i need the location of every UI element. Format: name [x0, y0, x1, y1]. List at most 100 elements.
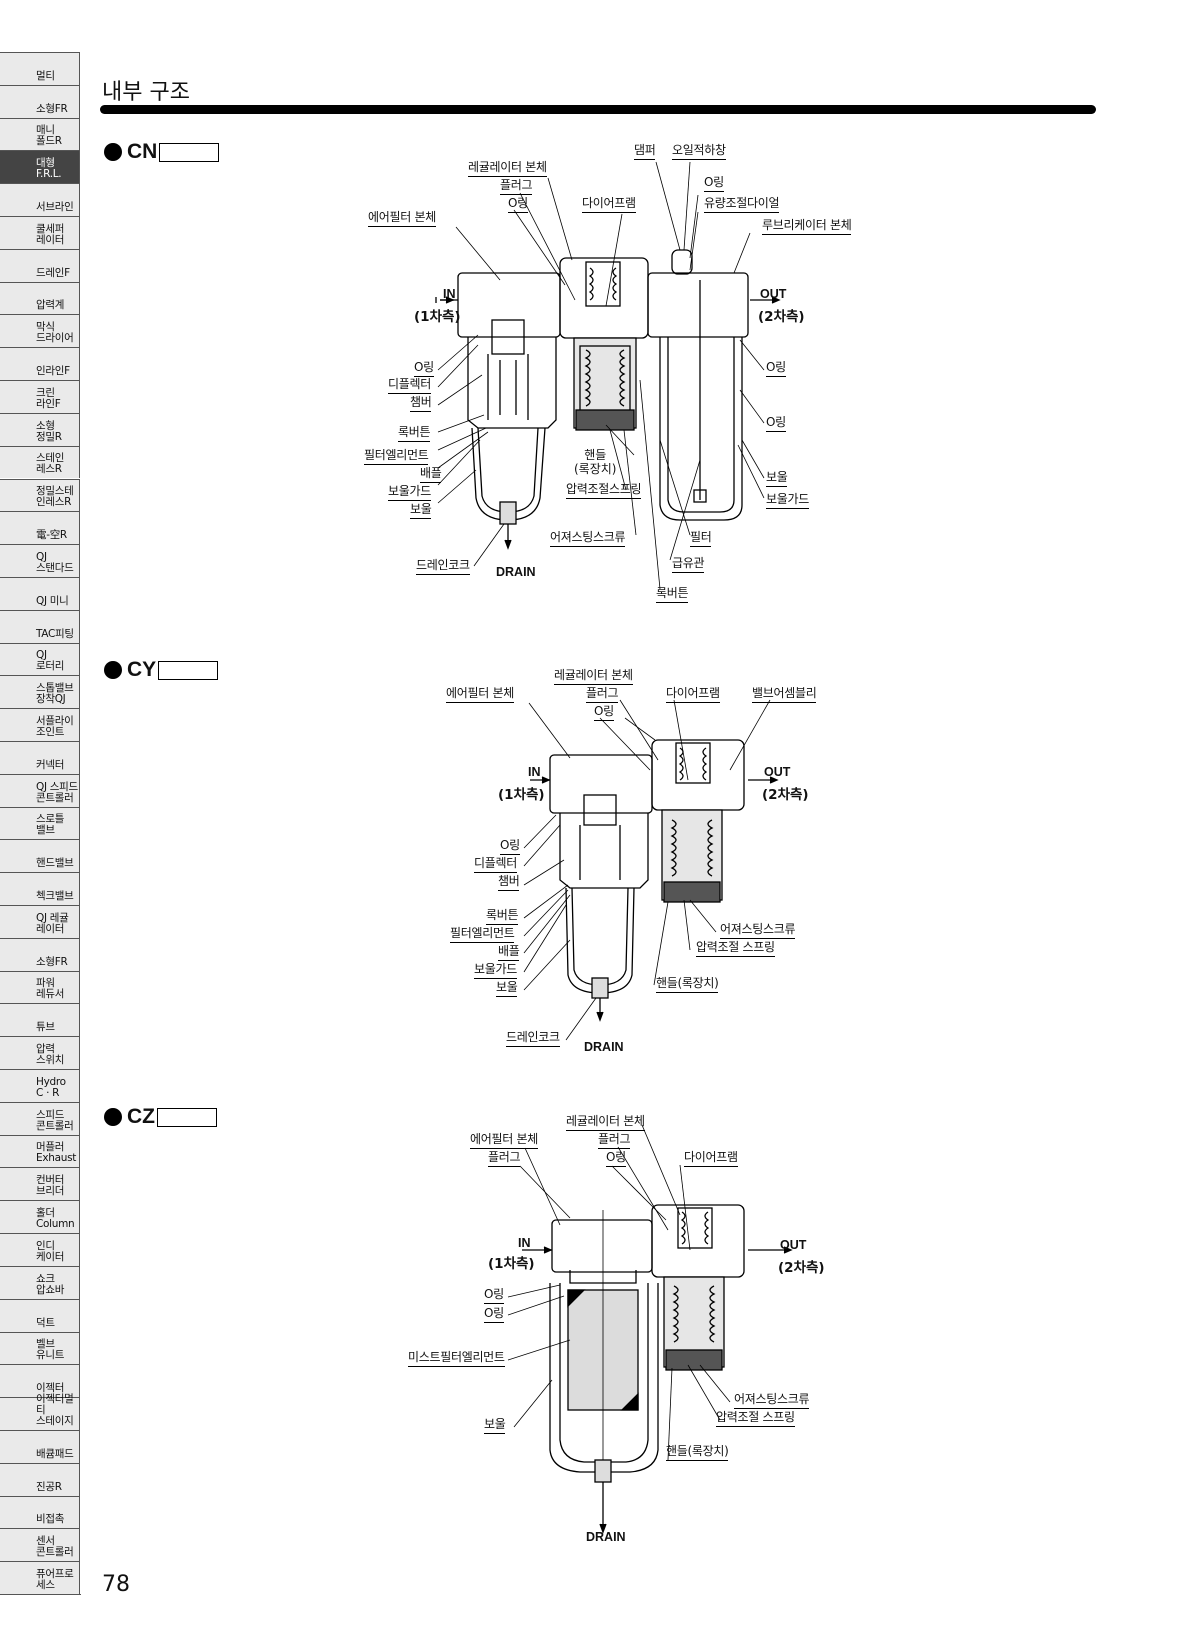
- cn-label-flow-dial: 유량조절다이얼: [704, 196, 779, 213]
- cy-label-chamber: 챔버: [498, 874, 520, 891]
- sidebar-tab[interactable]: 파워 레듀서: [0, 970, 80, 1004]
- sidebar-tab[interactable]: 압력 스위치: [0, 1036, 80, 1070]
- sidebar-tab[interactable]: 튜브: [0, 1003, 80, 1037]
- sidebar-tab[interactable]: 벨브 유니트: [0, 1331, 80, 1365]
- sidebar-tab[interactable]: 크린 라인F: [0, 380, 80, 413]
- cn-label-pressure-spring: 압력조절스프링: [566, 482, 641, 499]
- cn-label-bowl: 보울: [410, 502, 432, 519]
- cn-port-in-side: (1차측): [414, 309, 461, 325]
- cz-label-bowl: 보울: [484, 1417, 506, 1434]
- cz-label-mist-filter-element: 미스트필터엘리먼트: [408, 1350, 505, 1367]
- sidebar-tab[interactable]: 정밀스테 인레스R: [0, 478, 80, 512]
- cy-port-out: OUT: [764, 765, 791, 779]
- sidebar-tab[interactable]: 스테인 레스R: [0, 445, 80, 479]
- sidebar-tab[interactable]: 머플러 Exhaust: [0, 1134, 80, 1168]
- cz-port-out-side: (2차측): [778, 1260, 825, 1276]
- title-rule: [100, 105, 1096, 114]
- cn-label-o-ring: O링: [414, 360, 434, 377]
- cn-label-o-ring: O링: [766, 360, 786, 377]
- sidebar-tab[interactable]: 핸드밸브: [0, 839, 80, 873]
- sidebar-tab[interactable]: 드레인F: [0, 248, 80, 282]
- sidebar-tab[interactable]: 소형FR: [0, 937, 80, 971]
- cn-label-siphon-tube: 급유관: [672, 556, 705, 573]
- sidebar-tab[interactable]: 소형FR: [0, 84, 80, 118]
- sidebar-tab[interactable]: 센서 콘트롤러: [0, 1528, 80, 1562]
- cn-label-baffle: 배플: [420, 466, 442, 483]
- sidebar-tab[interactable]: TAC피팅: [0, 609, 80, 643]
- cz-filter-drawing: [549, 1210, 659, 1534]
- cy-leader-lines: [523, 699, 771, 1041]
- sidebar-tab[interactable]: QJ 미니: [0, 576, 80, 610]
- sidebar-tab[interactable]: QJ 스탠다드: [0, 544, 80, 577]
- sidebar-bottom-rule: [0, 1594, 81, 1595]
- cn-label-plug: 플러그: [500, 178, 533, 195]
- sidebar-tab[interactable]: 멀티: [0, 52, 80, 85]
- cz-label-o-ring: O링: [606, 1150, 626, 1167]
- sidebar-tab[interactable]: 배큠패드: [0, 1429, 80, 1463]
- cn-label-air-filter-body: 에어필터 본체: [368, 210, 436, 227]
- cz-label-plug: 플러그: [598, 1132, 631, 1149]
- sidebar-tab[interactable]: 서브라인: [0, 183, 80, 217]
- sidebar-tab[interactable]: QJ 레귤 레이터: [0, 905, 80, 938]
- sidebar-tab[interactable]: 쿨세퍼 레이터: [0, 216, 80, 249]
- sidebar-tab[interactable]: QJ 로터리: [0, 642, 80, 676]
- cz-label-air-filter-body: 에어필터 본체: [470, 1132, 538, 1149]
- sidebar-tab[interactable]: 스로틀 밸브: [0, 806, 80, 840]
- cn-label-deflector: 디플렉터: [388, 377, 431, 394]
- cn-label-bowl: 보울: [766, 470, 788, 487]
- sidebar-tab[interactable]: 인라인F: [0, 347, 80, 381]
- sidebar-tab[interactable]: 쇼크 압쇼바: [0, 1265, 80, 1299]
- sidebar-tab[interactable]: 스피드 콘트롤러: [0, 1101, 80, 1135]
- sidebar-tab[interactable]: 진공R: [0, 1462, 80, 1496]
- cz-label-o-ring: O링: [484, 1287, 504, 1304]
- cy-label-drain-cock: 드레인코크: [506, 1030, 560, 1047]
- sidebar-tab[interactable]: 서플라이 조인트: [0, 708, 80, 741]
- cn-label-diaphragm: 다이어프램: [582, 196, 636, 213]
- cy-label-filter-element: 필터엘리먼트: [450, 926, 515, 943]
- sidebar-tab[interactable]: 비접촉: [0, 1495, 80, 1529]
- model-code: CZ: [127, 1105, 155, 1128]
- cy-label-lock-button: 록버튼: [486, 908, 519, 925]
- sidebar-tab[interactable]: 덕트: [0, 1298, 80, 1332]
- cy-label-valve-assembly: 밸브어셈블리: [752, 686, 817, 703]
- sidebar-tab[interactable]: 압력계: [0, 281, 80, 315]
- sidebar-tab[interactable]: Hydro C · R: [0, 1069, 80, 1102]
- sidebar-tab[interactable]: 매니 폴드R: [0, 117, 80, 151]
- sidebar-tab[interactable]: 막식 드라이어: [0, 314, 80, 348]
- sidebar-tab[interactable]: 퓨어프로 세스: [0, 1561, 80, 1594]
- sidebar-tab[interactable]: 소형 정밀R: [0, 412, 80, 446]
- sidebar-tab[interactable]: 첵크밸브: [0, 872, 80, 905]
- sidebar-tab[interactable]: 컨버터 브리더: [0, 1167, 80, 1201]
- cy-label-regulator-body: 레귤레이터 본체: [554, 668, 633, 685]
- cy-label-bowl-guard: 보울가드: [474, 962, 517, 979]
- cy-label-deflector: 디플렉터: [474, 856, 517, 873]
- sidebar-tab[interactable]: 이젝터멀티 스테이지: [0, 1393, 80, 1430]
- cy-label-handle: 핸들(록장치): [656, 976, 719, 993]
- sidebar-tab[interactable]: 인디 케이터: [0, 1233, 80, 1266]
- bullet-icon: [104, 1108, 122, 1126]
- cn-port-drain: DRAIN: [496, 565, 536, 579]
- cz-label-handle: 핸들(록장치): [666, 1444, 729, 1461]
- cn-port-out-side: (2차측): [758, 309, 805, 325]
- sidebar-tab[interactable]: 이젝터: [0, 1364, 80, 1398]
- cn-ports: [435, 296, 781, 304]
- sidebar-tab[interactable]: 스톱밸브 장착QJ: [0, 675, 80, 709]
- cy-ports: [530, 776, 779, 784]
- sidebar-tab[interactable]: 電-空R: [0, 511, 80, 545]
- cn-label-handle: 핸들 (록장치): [574, 448, 617, 476]
- cn-port-in: IN: [443, 287, 456, 301]
- model-box: [157, 1107, 217, 1127]
- cy-regulator-drawing: [651, 739, 745, 903]
- cz-label-plug: 플러그: [488, 1150, 521, 1167]
- cz-label-regulator-body: 레귤레이터 본체: [566, 1114, 645, 1131]
- cy-label-adjusting-screw: 어져스팅스크류: [720, 922, 795, 939]
- sidebar-tab[interactable]: 대형 F.R.L.: [0, 150, 80, 184]
- sidebar-tab[interactable]: QJ 스피드 콘트롤러: [0, 773, 80, 807]
- page-number: 78: [102, 1572, 130, 1597]
- bullet-icon: [104, 661, 122, 679]
- sidebar-tab[interactable]: 커넥터: [0, 740, 80, 774]
- sidebar-tab[interactable]: 홀더 Column: [0, 1200, 80, 1234]
- model-code: CY: [127, 658, 157, 681]
- model-box: [159, 142, 220, 162]
